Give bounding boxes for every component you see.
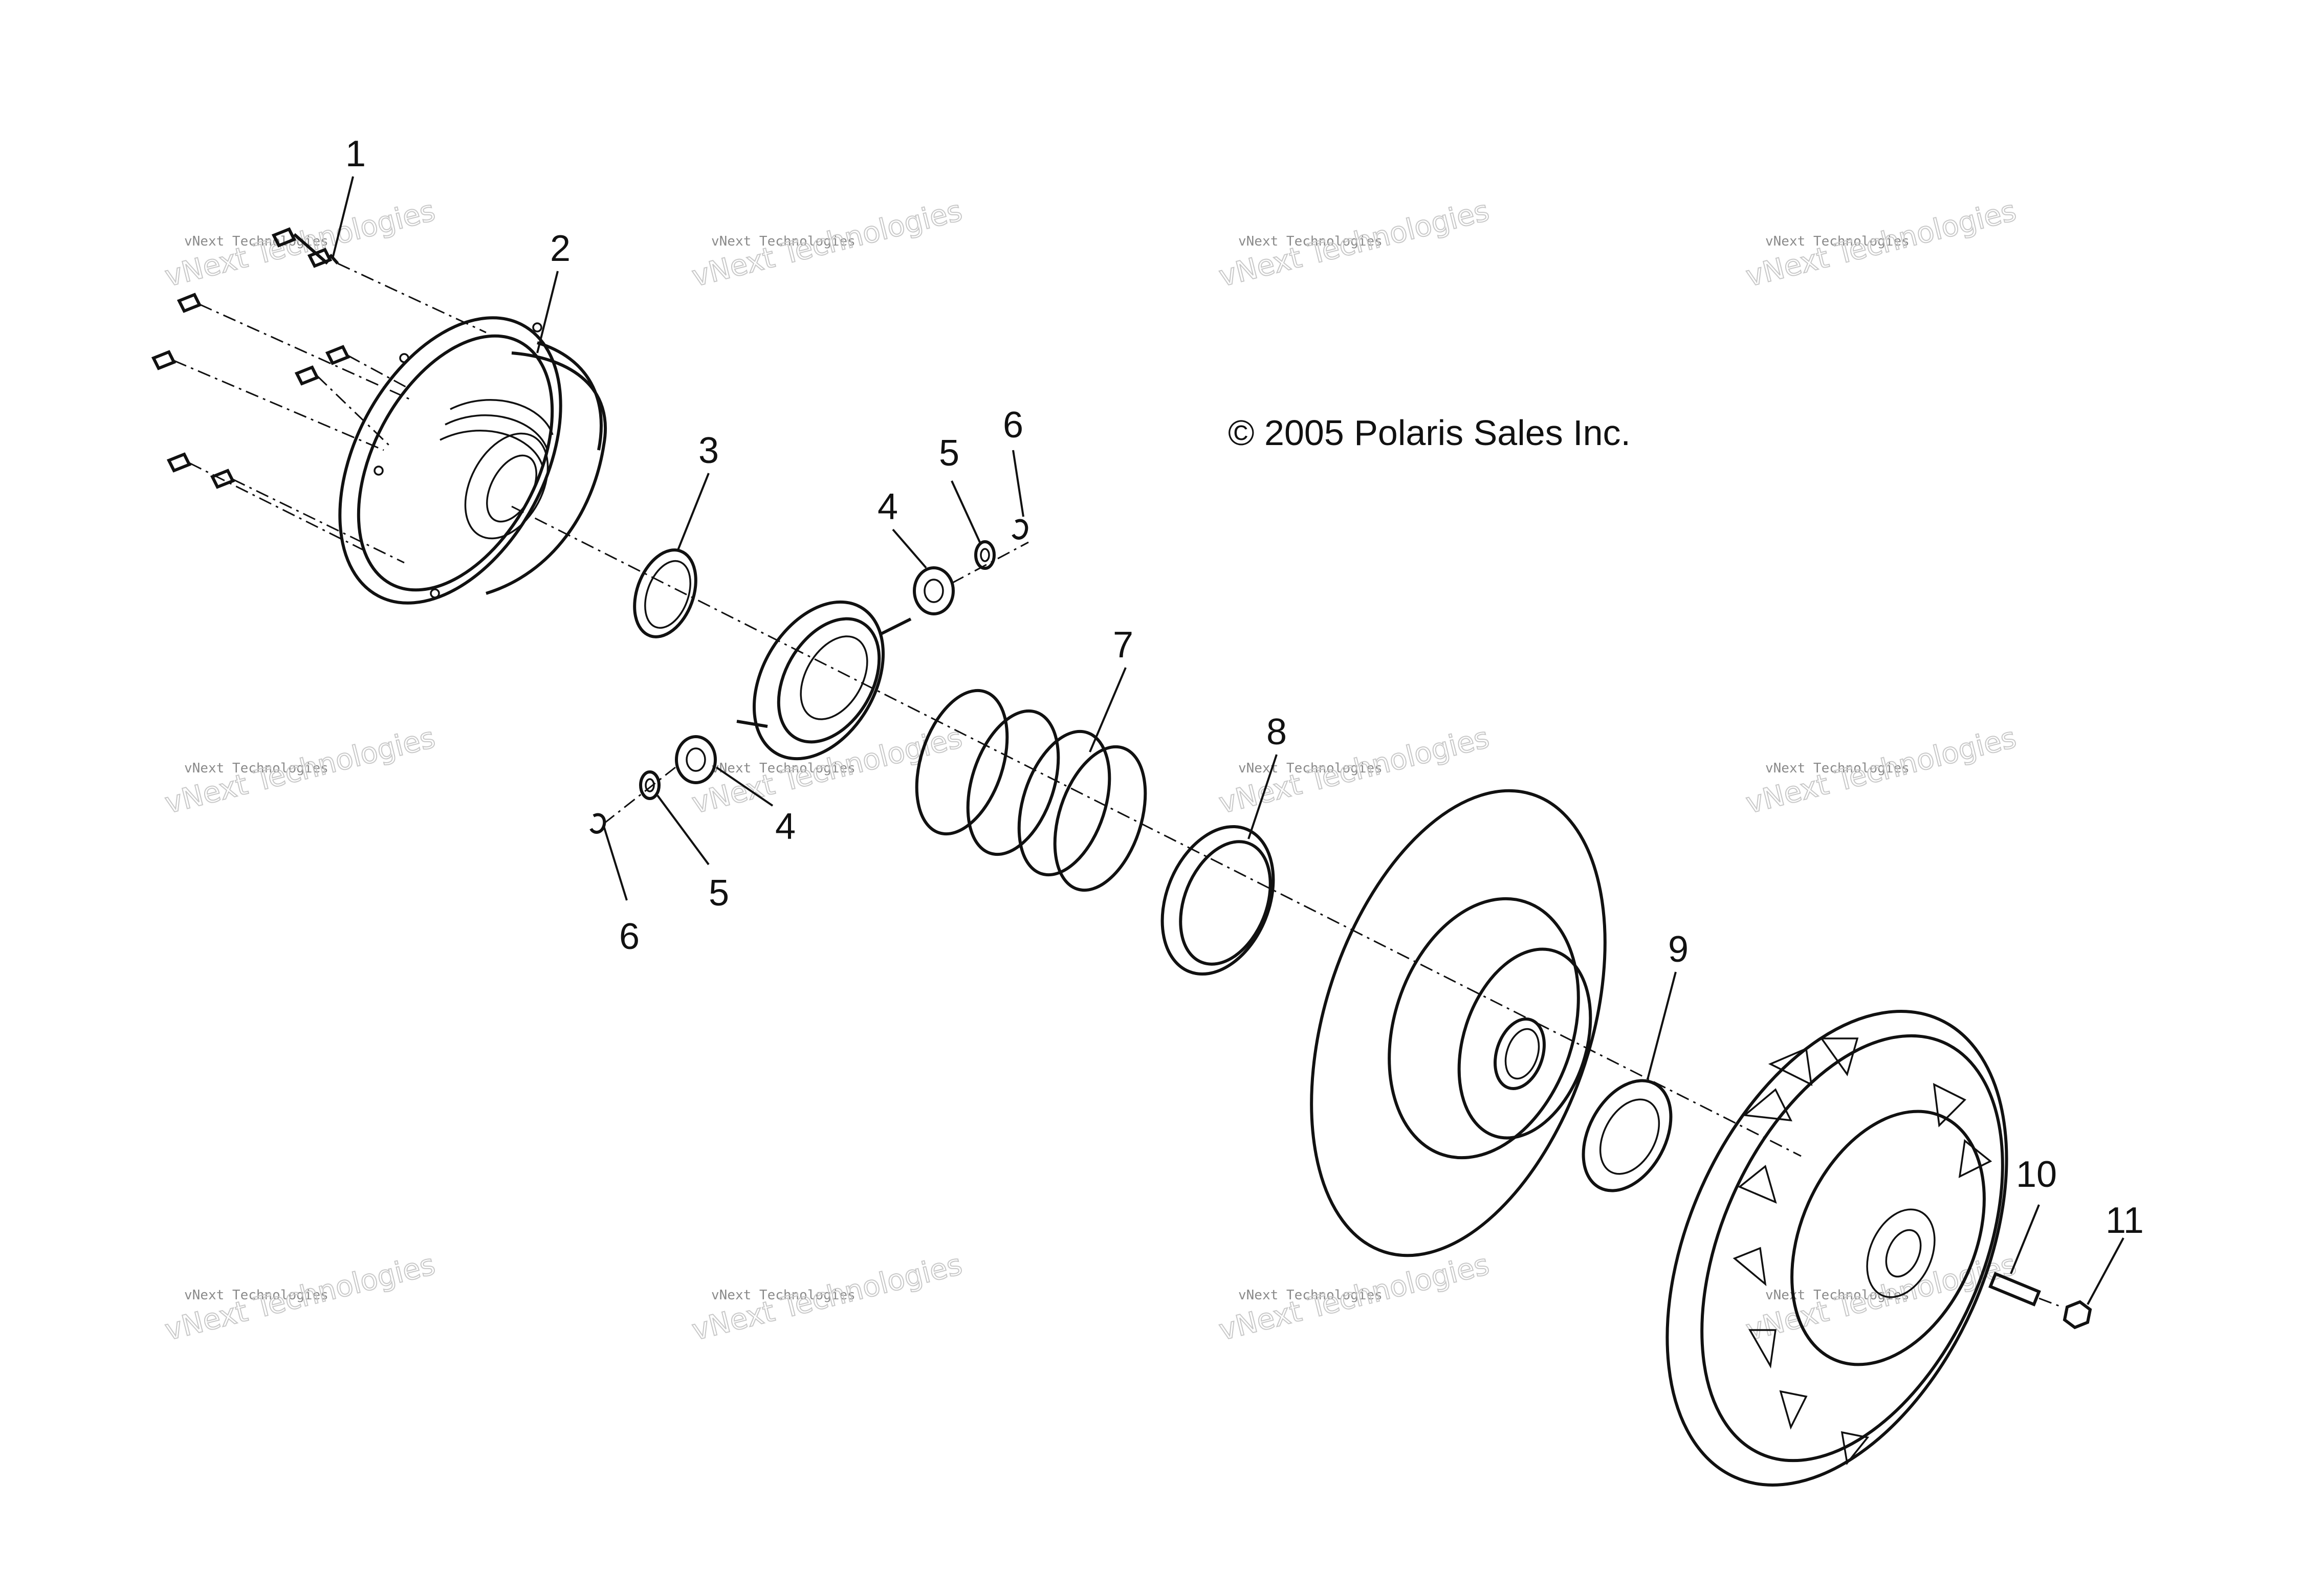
callout-9: 9 xyxy=(1668,929,1689,970)
clip-part-6-upper xyxy=(1012,519,1028,540)
watermark: vNext Technologies vNext Technologies xyxy=(688,721,966,821)
watermark: vNext Technologies vNext Technologies xyxy=(161,721,439,821)
screws-part-1 xyxy=(151,227,487,564)
watermark-group: vNext Technologies vNext Technologies vN… xyxy=(161,194,2020,1348)
watermark-text: vNext Technologies xyxy=(1765,234,1910,249)
bushing-part-8 xyxy=(1160,825,1275,976)
watermark: vNext Technologies vNext Technologies xyxy=(161,194,439,294)
callout-5-upper: 5 xyxy=(939,433,959,474)
callout-10: 10 xyxy=(2016,1154,2057,1195)
ring-part-3 xyxy=(633,548,697,638)
watermark: vNext Technologies vNext Technologies xyxy=(688,194,966,294)
watermark-text: vNext Technologies xyxy=(1238,234,1383,249)
callout-11: 11 xyxy=(2106,1200,2144,1241)
watermark: vNext Technologies vNext Technologies xyxy=(1215,721,1493,821)
washer-part-5-lower xyxy=(639,770,661,800)
roller-part-4-upper xyxy=(913,541,1029,615)
watermark-text: vNext Technologies xyxy=(1765,761,1910,776)
cover-part-2 xyxy=(338,316,607,605)
callout-8: 8 xyxy=(1266,712,1287,752)
callout-6-upper: 6 xyxy=(1003,405,1023,446)
watermark: vNext Technologies vNext Technologies xyxy=(1742,194,2020,294)
callout-5-lower: 5 xyxy=(709,873,729,914)
watermark-text: vNext Technologies xyxy=(184,761,328,776)
callouts: 1 2 3 4 5 6 4 5 6 7 8 9 10 11 xyxy=(345,134,2144,1241)
callout-2: 2 xyxy=(550,228,571,269)
watermark: vNext Technologies vNext Technologies xyxy=(688,1248,966,1348)
callout-6-lower: 6 xyxy=(619,916,640,957)
callout-4-upper: 4 xyxy=(878,486,898,527)
washer-part-5-upper xyxy=(974,540,996,570)
watermark: vNext Technologies vNext Technologies xyxy=(161,1248,439,1348)
watermark-text: vNext Technologies xyxy=(1238,761,1383,776)
watermark: vNext Technologies vNext Technologies xyxy=(1742,721,2020,821)
watermark: vNext Technologies vNext Technologies xyxy=(1215,194,1493,294)
callout-1: 1 xyxy=(345,134,366,174)
clip-part-6-lower xyxy=(589,813,606,834)
washer-part-9 xyxy=(1582,1079,1673,1192)
watermark-text: vNext Technologies xyxy=(1765,1288,1910,1303)
assembly-centerline xyxy=(511,505,1802,1157)
watermark-text: vNext Technologies xyxy=(711,1288,856,1303)
spider-hub xyxy=(736,600,912,761)
callout-7: 7 xyxy=(1113,625,1133,666)
watermark-text: vNext Technologies xyxy=(711,761,856,776)
nut-part-11 xyxy=(2063,1300,2092,1330)
watermark: vNext Technologies vNext Technologies xyxy=(1215,1248,1493,1348)
copyright-notice: © 2005 Polaris Sales Inc. xyxy=(1228,413,1631,453)
leader-lines xyxy=(332,176,2124,1305)
fixed-sheave xyxy=(1665,1010,2008,1487)
callout-4-lower: 4 xyxy=(775,806,796,847)
roller-part-4-lower xyxy=(603,735,717,825)
watermark-text: vNext Technologies xyxy=(711,234,856,249)
watermark-text: vNext Technologies xyxy=(1238,1288,1383,1303)
spring-part-7 xyxy=(915,689,1147,892)
callout-3: 3 xyxy=(698,430,719,471)
watermark-text: vNext Technologies xyxy=(184,1288,328,1303)
pin-part-10 xyxy=(1988,1272,2063,1308)
moveable-sheave xyxy=(1310,789,1607,1257)
